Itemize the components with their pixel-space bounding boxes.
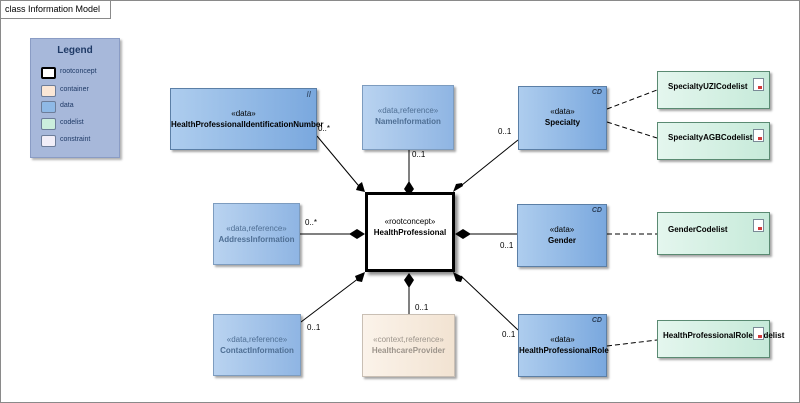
edge-specialty-uzi <box>606 89 658 110</box>
class-name-information[interactable]: «data,reference» NameInformation <box>362 85 454 150</box>
stereotype-label: «data,reference» <box>226 335 288 344</box>
class-health-professional-identification-number[interactable]: II «data» HealthProfessionalIdentificati… <box>170 88 324 150</box>
multiplicity-nameinfo: 0..1 <box>412 150 426 159</box>
class-healthcare-provider[interactable]: «context,reference» HealthcareProvider <box>362 314 455 377</box>
stereotype-label: «data,reference» <box>377 106 439 115</box>
document-icon <box>753 327 764 340</box>
class-address-information[interactable]: «data,reference» AddressInformation <box>213 203 300 265</box>
edge-hpid <box>316 135 359 186</box>
multiplicity-hpid: 0..* <box>318 124 331 133</box>
codelist-gender[interactable]: GenderCodelist <box>657 212 770 255</box>
class-name: Gender <box>547 236 576 245</box>
class-health-professional-root[interactable]: «rootconcept» HealthProfessional <box>365 192 455 272</box>
class-health-professional-role[interactable]: CD «data» HealthProfessionalRole <box>518 314 609 377</box>
class-name: HealthProfessionalIdentificationNumber <box>171 120 324 129</box>
edge-specialty-agb <box>606 121 658 139</box>
stereotype-label: «rootconcept» <box>384 217 436 226</box>
datatype-tag: CD <box>591 89 602 96</box>
class-contact-information[interactable]: «data,reference» ContactInformation <box>213 314 301 376</box>
stereotype-label: «context,reference» <box>373 335 444 344</box>
stereotype-label: «data» <box>231 109 256 118</box>
class-name: NameInformation <box>375 117 441 126</box>
stereotype-label: «data» <box>550 107 575 116</box>
diagram-title: class Information Model <box>1 1 112 19</box>
class-name: HealthProfessionalRole <box>519 346 609 355</box>
stereotype-label: «data» <box>549 225 575 234</box>
legend-swatch-constraint <box>41 135 56 147</box>
codelist-name: HealthProfessionalRoleCodelist <box>663 331 785 340</box>
diamond-gender <box>455 229 471 239</box>
legend-swatch-data <box>41 101 56 113</box>
multiplicity-address: 0..* <box>305 218 318 227</box>
multiplicity-role: 0..1 <box>502 330 516 339</box>
edge-role <box>460 275 519 331</box>
codelist-name: SpecialtyUZICodelist <box>668 82 748 91</box>
document-icon <box>753 129 764 142</box>
edge-specialty <box>461 139 519 186</box>
datatype-tag: CD <box>591 317 602 324</box>
codelist-name: SpecialtyAGBCodelist <box>668 133 753 142</box>
legend-swatch-container <box>41 85 56 97</box>
edge-role-codelist <box>606 339 658 347</box>
multiplicity-contact: 0..1 <box>307 323 321 332</box>
document-icon <box>753 219 764 232</box>
datatype-tag: CD <box>591 207 602 214</box>
diamond-contact <box>355 272 365 282</box>
legend-label: constraint <box>60 136 91 143</box>
legend-label: container <box>60 86 89 93</box>
class-name: HealthProfessional <box>373 228 447 237</box>
legend: Legend rootconcept container data codeli… <box>30 38 120 158</box>
multiplicity-provider: 0..1 <box>415 303 429 312</box>
diamond-hpid <box>356 182 365 192</box>
class-gender[interactable]: CD «data» Gender <box>517 204 607 267</box>
multiplicity-gender: 0..1 <box>500 241 514 250</box>
legend-swatch-codelist <box>41 118 56 130</box>
codelist-specialty-uzi[interactable]: SpecialtyUZICodelist <box>657 71 770 109</box>
codelist-specialty-agb[interactable]: SpecialtyAGBCodelist <box>657 122 770 160</box>
class-name: AddressInformation <box>218 235 295 244</box>
class-specialty[interactable]: CD «data» Specialty <box>518 86 607 150</box>
class-name: ContactInformation <box>220 346 294 355</box>
codelist-name: GenderCodelist <box>668 225 728 234</box>
diamond-specialty <box>453 183 463 192</box>
diamond-provider <box>404 273 414 288</box>
diamond-role <box>453 272 463 282</box>
legend-title: Legend <box>57 45 93 56</box>
diamond-address <box>349 229 365 239</box>
codelist-health-professional-role[interactable]: HealthProfessionalRoleCodelist <box>657 320 785 358</box>
datatype-tag: II <box>306 90 311 99</box>
edge-contact <box>300 277 360 323</box>
document-icon <box>753 78 764 91</box>
multiplicity-specialty: 0..1 <box>498 127 512 136</box>
class-name: Specialty <box>544 118 581 127</box>
legend-label: codelist <box>60 119 84 126</box>
legend-label: data <box>60 102 74 109</box>
legend-label: rootconcept <box>60 68 97 75</box>
class-name: HealthcareProvider <box>371 346 446 355</box>
stereotype-label: «data,reference» <box>226 224 287 233</box>
stereotype-label: «data» <box>550 335 575 344</box>
legend-swatch-rootconcept <box>41 67 56 79</box>
